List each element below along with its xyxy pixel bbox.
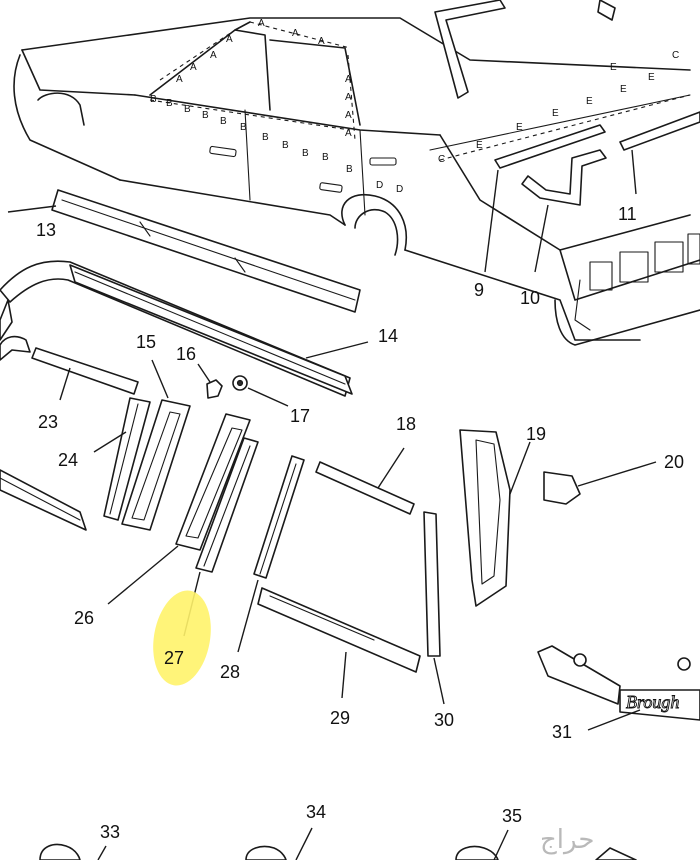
part-34	[245, 827, 313, 860]
part-20	[543, 461, 657, 505]
part-29	[257, 587, 421, 699]
svg-text:A: A	[292, 28, 299, 39]
svg-text:B: B	[150, 94, 157, 105]
svg-text:A: A	[210, 50, 217, 61]
callout-18: 18	[396, 414, 416, 434]
svg-text:E: E	[620, 84, 627, 95]
callout-17: 17	[290, 406, 310, 426]
svg-text:B: B	[302, 148, 309, 159]
part-19	[459, 429, 531, 607]
svg-text:D: D	[376, 180, 383, 191]
callout-24: 24	[58, 450, 78, 470]
svg-text:C: C	[438, 154, 445, 165]
part-30	[423, 511, 445, 705]
svg-text:E: E	[516, 122, 523, 133]
callout-20: 20	[664, 452, 684, 472]
watermark: حراج	[540, 825, 594, 855]
svg-text:A: A	[345, 92, 352, 103]
svg-text:E: E	[552, 108, 559, 119]
part-35	[455, 829, 637, 860]
callout-19: 19	[526, 424, 546, 444]
svg-text:B: B	[322, 152, 329, 163]
callout-14: 14	[378, 326, 398, 346]
svg-text:E: E	[586, 96, 593, 107]
emblem-text: Brough	[626, 692, 679, 712]
svg-text:B: B	[166, 98, 173, 109]
part-9	[484, 124, 606, 273]
callout-29: 29	[330, 708, 350, 728]
part-10	[521, 149, 607, 273]
part-14	[69, 264, 369, 395]
svg-text:B: B	[282, 140, 289, 151]
svg-text:B: B	[346, 164, 353, 175]
svg-text:A: A	[190, 62, 197, 73]
part-31: Brough	[537, 645, 700, 731]
svg-text:B: B	[202, 110, 209, 121]
callout-11: 11	[618, 204, 637, 224]
callout-27: 27	[164, 648, 184, 668]
svg-text:A: A	[345, 74, 352, 85]
svg-text:B: B	[262, 132, 269, 143]
callout-13: 13	[36, 220, 56, 240]
left-corner-piece	[0, 335, 31, 361]
part-13	[7, 189, 361, 313]
callout-35: 35	[502, 806, 522, 826]
svg-text:A: A	[318, 36, 325, 47]
svg-text:E: E	[610, 62, 617, 73]
svg-text:A: A	[226, 34, 233, 45]
part-11	[619, 111, 700, 195]
part-26	[107, 413, 251, 605]
svg-text:A: A	[258, 18, 265, 29]
callouts: 9 10 11 13 14 15 16 17 18 19 20 23 24 26…	[36, 204, 684, 842]
callout-16: 16	[176, 344, 196, 364]
callout-33: 33	[100, 822, 120, 842]
part-18	[315, 447, 415, 515]
svg-text:E: E	[648, 72, 655, 83]
callout-23: 23	[38, 412, 58, 432]
part-24	[93, 397, 151, 521]
callout-31: 31	[552, 722, 572, 742]
callout-28: 28	[220, 662, 240, 682]
svg-text:C: C	[672, 50, 679, 61]
rear-window-frame	[434, 0, 616, 99]
callout-30: 30	[434, 710, 454, 730]
callout-9: 9	[474, 280, 484, 300]
svg-text:B: B	[184, 104, 191, 115]
svg-text:B: B	[220, 116, 227, 127]
highlight-27	[153, 590, 211, 686]
part-16	[197, 363, 223, 399]
callout-34: 34	[306, 802, 326, 822]
car-body-outline	[13, 17, 700, 346]
left-sill-piece	[0, 469, 87, 531]
svg-text:A: A	[176, 74, 183, 85]
part-33	[39, 843, 107, 860]
part-15	[121, 359, 191, 531]
callout-10: 10	[520, 288, 540, 308]
svg-text:A: A	[345, 128, 352, 139]
svg-text:E: E	[476, 140, 483, 151]
body-markers: A A A A A A A A A A A B B B B B B B B B …	[150, 18, 679, 195]
svg-text:D: D	[396, 184, 403, 195]
part-28	[237, 455, 305, 653]
callout-15: 15	[136, 332, 156, 352]
callout-26: 26	[74, 608, 94, 628]
part-23	[31, 347, 139, 401]
svg-text:B: B	[240, 122, 247, 133]
svg-text:A: A	[345, 110, 352, 121]
part-17	[232, 375, 289, 407]
